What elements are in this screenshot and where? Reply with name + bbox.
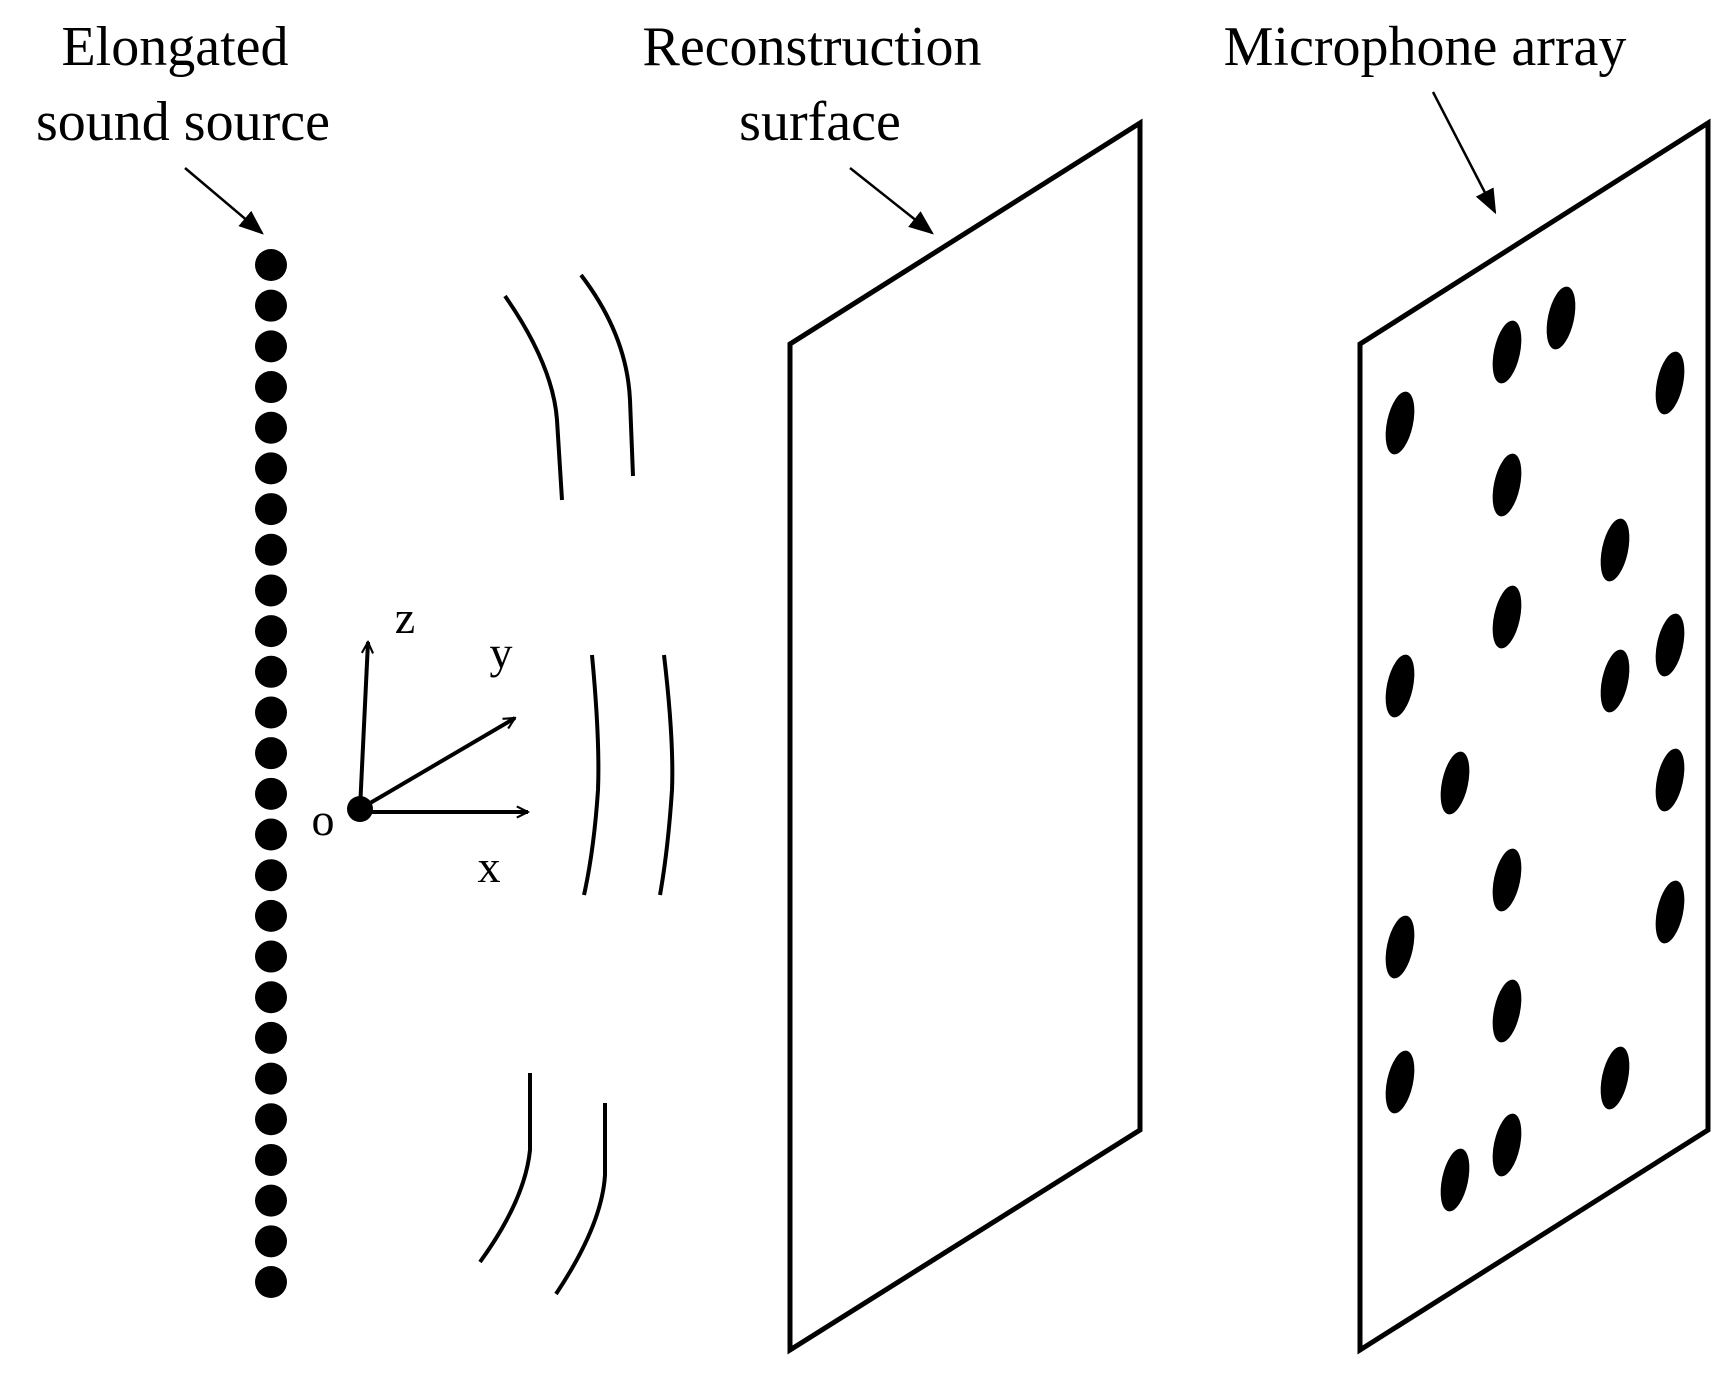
reconstruction-pointer-arrow [849, 167, 934, 235]
source-point [255, 533, 287, 566]
source-point [255, 493, 287, 526]
source-point [255, 981, 287, 1014]
microphone-array-label: Microphone array [1224, 16, 1627, 78]
microphone [1600, 518, 1630, 582]
source-point [255, 289, 287, 322]
source-point [255, 452, 287, 485]
z-axis-label: z [395, 592, 415, 643]
source-point [255, 899, 287, 932]
y-axis-arrow [358, 716, 515, 811]
source-point [255, 777, 287, 810]
microphone [1492, 320, 1522, 384]
source-point [255, 859, 287, 892]
source-point [255, 1184, 287, 1217]
x-axis-label: x [478, 841, 501, 892]
microphone-pointer-arrow [1431, 91, 1497, 215]
wavefront-top-outer [579, 273, 635, 477]
reconstruction-label-line2: surface [739, 91, 901, 153]
source-point [255, 940, 287, 973]
microphone [1655, 748, 1685, 812]
microphone [1492, 979, 1522, 1043]
microphone [1546, 286, 1576, 350]
wavefront-bottom-inner [478, 1073, 532, 1264]
wavefronts [478, 273, 675, 1296]
source-label: Elongated sound source [36, 16, 330, 153]
source-point [255, 1143, 287, 1176]
source-label-line2: sound source [36, 91, 330, 153]
microphones [1385, 286, 1685, 1212]
microphone [1492, 1113, 1522, 1177]
microphone [1385, 654, 1415, 718]
sound-source-points [255, 249, 287, 1298]
microphone [1492, 585, 1522, 649]
microphone [1600, 649, 1630, 713]
source-point [255, 615, 287, 648]
source-point [255, 249, 287, 281]
source-point [255, 737, 287, 770]
source-point [255, 371, 287, 404]
source-point [255, 818, 287, 851]
microphone [1385, 391, 1415, 455]
microphone [1655, 880, 1685, 944]
source-point [255, 696, 287, 729]
microphone [1492, 453, 1522, 517]
source-point [255, 1225, 287, 1258]
source-point [255, 655, 287, 688]
source-label-line1: Elongated [61, 16, 288, 78]
source-point [255, 1021, 287, 1054]
coordinate-axes: z y x o [312, 592, 529, 892]
source-point [255, 330, 287, 363]
wavefront-middle-inner [582, 654, 601, 896]
wavefront-bottom-outer [554, 1103, 607, 1296]
microphone [1655, 613, 1685, 677]
z-axis-arrow [358, 642, 368, 810]
microphone [1600, 1046, 1630, 1110]
wavefront-middle-outer [658, 654, 675, 896]
source-point [255, 1103, 287, 1136]
reconstruction-label-line1: Reconstruction [642, 16, 981, 78]
microphone [1655, 351, 1685, 415]
reconstruction-label: Reconstruction surface [642, 16, 981, 153]
microphone [1440, 1148, 1470, 1212]
microphone [1385, 1050, 1415, 1114]
wavefront-top-inner [503, 294, 564, 501]
reconstruction-surface [787, 118, 1143, 1355]
source-point [255, 1062, 287, 1095]
source-point [255, 411, 287, 444]
microphone [1492, 848, 1522, 912]
microphone [1440, 751, 1470, 815]
microphone-array-plane [1357, 118, 1711, 1355]
source-pointer-arrow [184, 167, 264, 235]
origin-label: o [312, 794, 335, 845]
source-point [255, 1266, 287, 1298]
source-point [255, 574, 287, 607]
microphone [1385, 915, 1415, 979]
y-axis-label: y [490, 627, 513, 678]
